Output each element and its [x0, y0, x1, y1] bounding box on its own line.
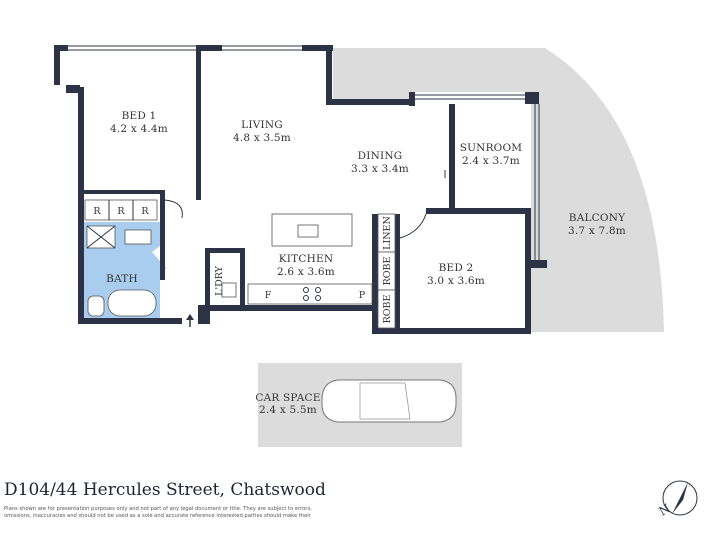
- doors: [164, 170, 446, 239]
- bed1-robes: [84, 199, 158, 221]
- bath-name: BATH: [106, 273, 138, 285]
- north-compass-icon: N: [657, 480, 698, 519]
- kitchen-size: 2.6 x 3.6m: [277, 266, 335, 278]
- bath-fixtures: [86, 225, 157, 317]
- robe-label-lower: ROBE: [382, 295, 393, 324]
- dining-size: 3.3 x 3.4m: [351, 163, 409, 175]
- bed2-size: 3.0 x 3.6m: [427, 275, 485, 287]
- bed1-name: BED 1: [122, 110, 157, 122]
- compass-label: N: [657, 501, 673, 518]
- car-space-name: CAR SPACE: [255, 392, 320, 404]
- balcony-name: BALCONY: [569, 212, 626, 224]
- robe-marker-3: R: [141, 206, 149, 217]
- pantry-marker: P: [359, 290, 366, 301]
- bed1-size: 4.2 x 4.4m: [110, 123, 168, 135]
- car-icon: [321, 379, 457, 423]
- kitchen-fixtures: [221, 213, 373, 305]
- robe-marker-2: R: [117, 206, 125, 217]
- linen-label: LINEN: [382, 216, 393, 250]
- windows: [68, 45, 540, 260]
- car-space-size: 2.4 x 5.5m: [259, 404, 317, 416]
- kitchen-name: KITCHEN: [279, 253, 333, 265]
- entry-arrow-icon: [186, 314, 194, 327]
- property-address: D104/44 Hercules Street, Chatswood: [4, 480, 326, 500]
- balcony-size: 3.7 x 7.8m: [568, 225, 626, 237]
- sunroom-size: 2.4 x 3.7m: [462, 155, 520, 167]
- sunroom-name: SUNROOM: [460, 142, 523, 154]
- living-size: 4.8 x 3.5m: [233, 132, 291, 144]
- laundry-name: L'DRY: [214, 265, 225, 295]
- fridge-marker: F: [265, 290, 272, 301]
- walls: [54, 45, 547, 334]
- robe-marker-1: R: [93, 206, 101, 217]
- bed2-cupboards: [377, 213, 396, 329]
- dining-name: DINING: [358, 150, 403, 162]
- robe-label-upper: ROBE: [382, 257, 393, 286]
- bed2-name: BED 2: [439, 262, 474, 274]
- room-labels: BED 1 4.2 x 4.4m LIVING 4.8 x 3.5m DININ…: [93, 110, 626, 416]
- disclaimer-text: Plans shown are for presentation purpose…: [4, 506, 312, 519]
- living-name: LIVING: [241, 119, 283, 131]
- balcony-area: [333, 48, 664, 332]
